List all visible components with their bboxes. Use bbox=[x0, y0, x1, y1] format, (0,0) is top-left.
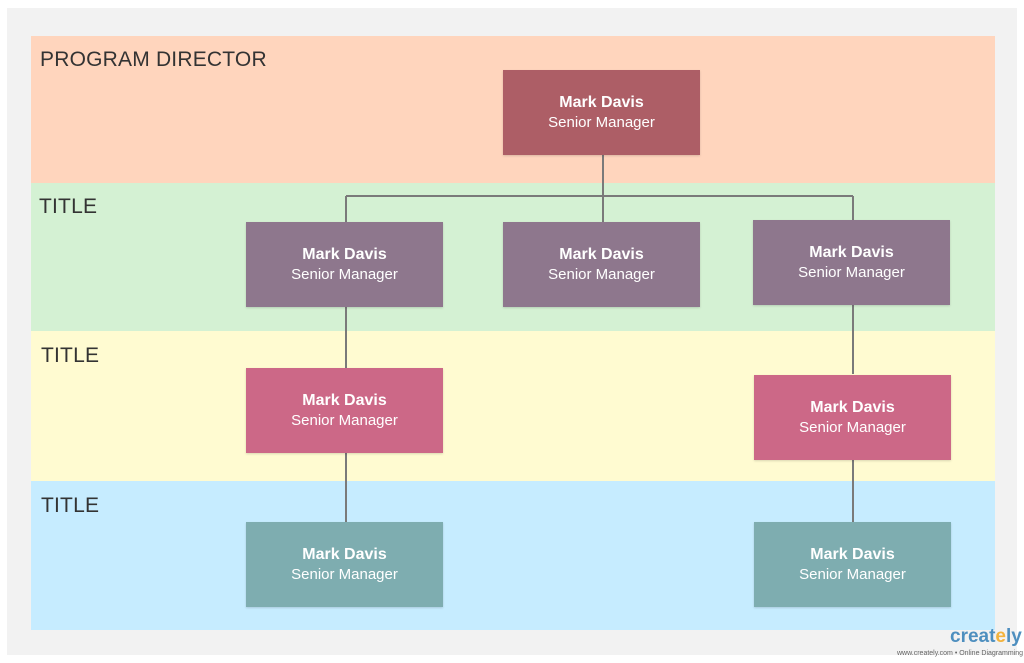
org-node-director[interactable]: Mark Davis Senior Manager bbox=[503, 70, 700, 155]
node-role: Senior Manager bbox=[799, 566, 906, 583]
org-node-level2-right[interactable]: Mark Davis Senior Manager bbox=[753, 220, 950, 305]
band-label: TITLE bbox=[41, 344, 100, 367]
node-name: Mark Davis bbox=[810, 546, 895, 563]
band-label: PROGRAM DIRECTOR bbox=[40, 48, 267, 71]
logo-text-accent: e bbox=[995, 626, 1006, 647]
node-name: Mark Davis bbox=[809, 244, 894, 261]
node-name: Mark Davis bbox=[302, 246, 387, 263]
node-name: Mark Davis bbox=[559, 246, 644, 263]
node-role: Senior Manager bbox=[291, 412, 398, 429]
logo-text-end: ly bbox=[1006, 626, 1022, 647]
org-node-level2-middle[interactable]: Mark Davis Senior Manager bbox=[503, 222, 700, 307]
node-role: Senior Manager bbox=[548, 114, 655, 131]
org-node-level4-right[interactable]: Mark Davis Senior Manager bbox=[754, 522, 951, 607]
node-role: Senior Manager bbox=[798, 264, 905, 281]
band-label: TITLE bbox=[41, 494, 100, 517]
node-role: Senior Manager bbox=[291, 566, 398, 583]
org-node-level3-left[interactable]: Mark Davis Senior Manager bbox=[246, 368, 443, 453]
band-label: TITLE bbox=[39, 195, 98, 218]
node-role: Senior Manager bbox=[291, 266, 398, 283]
node-name: Mark Davis bbox=[559, 94, 644, 111]
node-name: Mark Davis bbox=[302, 392, 387, 409]
node-name: Mark Davis bbox=[302, 546, 387, 563]
creately-logo[interactable]: creately bbox=[950, 626, 1022, 648]
node-name: Mark Davis bbox=[810, 399, 895, 416]
org-node-level2-left[interactable]: Mark Davis Senior Manager bbox=[246, 222, 443, 307]
org-node-level3-right[interactable]: Mark Davis Senior Manager bbox=[754, 375, 951, 460]
node-role: Senior Manager bbox=[548, 266, 655, 283]
logo-text-main: creat bbox=[950, 626, 996, 647]
branding-tagline: www.creately.com • Online Diagramming bbox=[897, 650, 1024, 657]
org-node-level4-left[interactable]: Mark Davis Senior Manager bbox=[246, 522, 443, 607]
node-role: Senior Manager bbox=[799, 419, 906, 436]
